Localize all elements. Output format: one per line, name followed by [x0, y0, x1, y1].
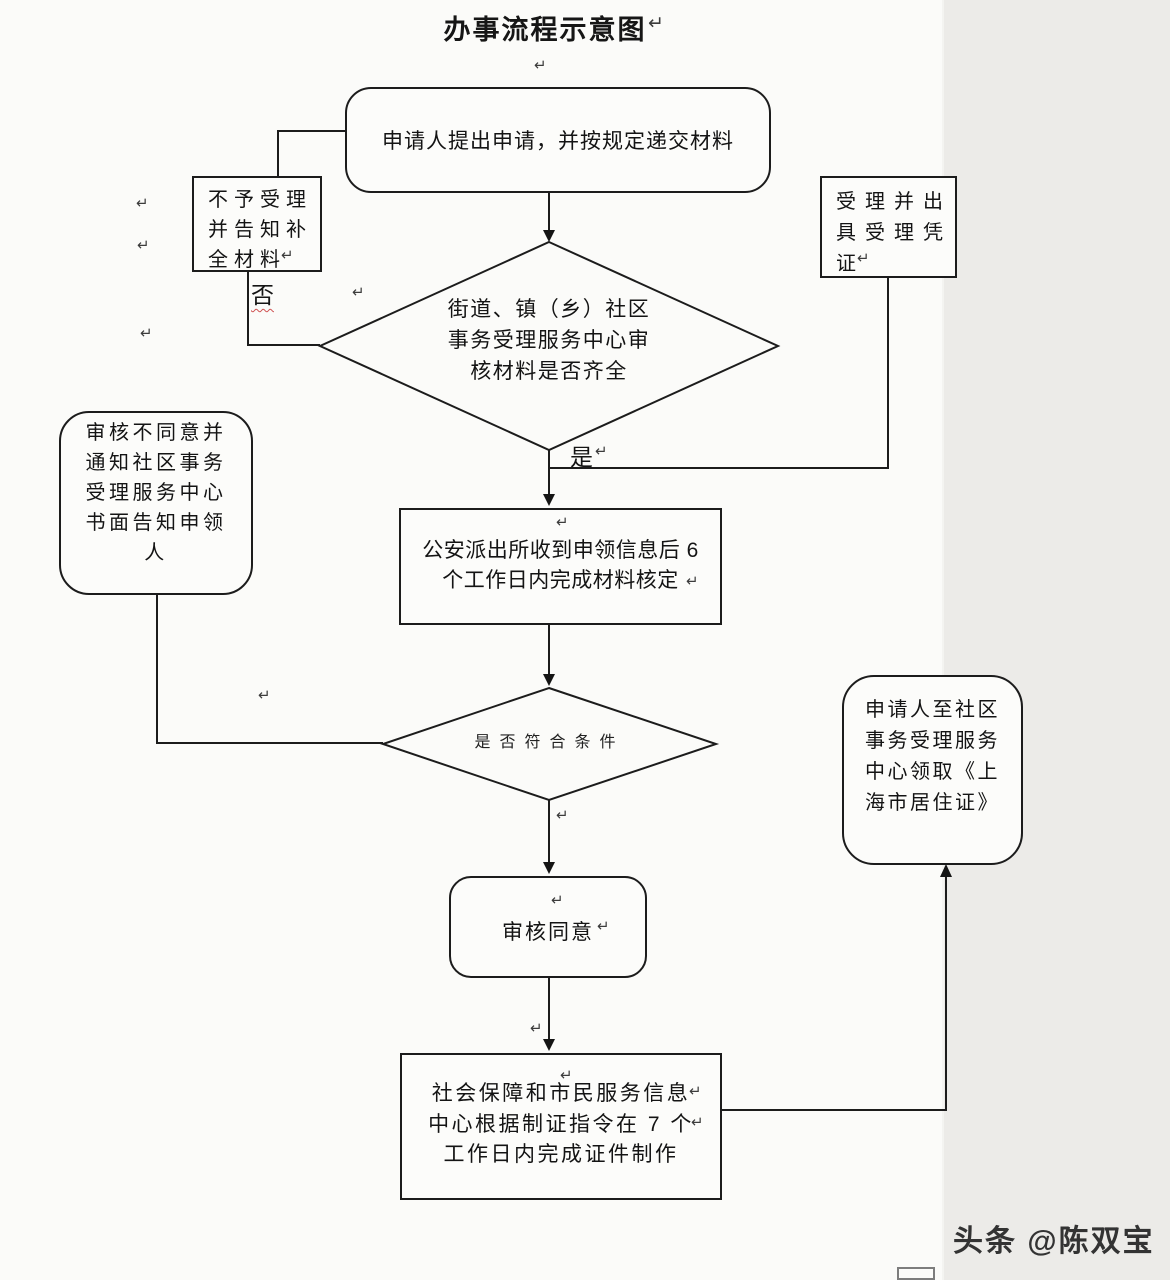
- paragraph-mark: ↵: [691, 1114, 704, 1131]
- paragraph-mark: ↵: [530, 1020, 543, 1037]
- connector-conditions-to-rejectreview: [156, 595, 383, 744]
- page-title: 办事流程示意图: [443, 15, 647, 45]
- node-reject-notice: 不予受理 并告知补 全材料: [192, 176, 322, 272]
- node-reject-review-text: 审核不同意并 通知社区事务 受理服务中心 书面告知申领 人: [85, 422, 227, 564]
- paragraph-mark: ↵: [140, 325, 153, 342]
- node-police-review: 公安派出所收到申领信息后 6 个工作日内完成材料核定: [399, 508, 722, 625]
- node-start-text: 申请人提出申请，并按规定递交材料: [382, 130, 734, 153]
- connector-check-to-receipt: [549, 278, 889, 469]
- page-margin-background: [942, 0, 1170, 1280]
- paragraph-mark: ↵: [551, 892, 564, 909]
- node-collect-card: 申请人至社区 事务受理服务 中心领取《上 海市居住证》: [842, 675, 1023, 865]
- paragraph-mark: ↵: [137, 237, 150, 254]
- connector-card-to-collect: [722, 877, 947, 1111]
- diamond-meets-conditions: [379, 686, 720, 802]
- node-card-production: 社会保障和市民服务信息 中心根据制证指令在 7 个 工作日内完成证件制作: [400, 1053, 722, 1200]
- node-card-production-text: 社会保障和市民服务信息 中心根据制证指令在 7 个 工作日内完成证件制作: [428, 1082, 694, 1166]
- paragraph-mark: ↵: [857, 250, 870, 267]
- node-collect-card-text: 申请人至社区 事务受理服务 中心领取《上 海市居住证》: [865, 699, 1000, 814]
- arrowhead-down-icon: [543, 862, 555, 874]
- paragraph-mark: ↵: [556, 807, 569, 824]
- arrowhead-down-icon: [543, 230, 555, 242]
- edge-label-yes: 是: [570, 444, 593, 470]
- node-check-materials-text: 街道、镇（乡）社区 事务受理服务中心审 核材料是否齐全: [447, 298, 651, 383]
- arrowhead-down-icon: [543, 1039, 555, 1051]
- arrowhead-down-icon: [543, 494, 555, 506]
- arrowhead-up-icon: [940, 864, 952, 877]
- paragraph-mark: ↵: [352, 284, 365, 301]
- arrowhead-down-icon: [543, 674, 555, 686]
- paragraph-mark: ↵: [556, 514, 569, 531]
- paragraph-mark: ↵: [595, 443, 608, 460]
- paragraph-mark: ↵: [648, 13, 664, 34]
- paragraph-mark: ↵: [560, 1067, 573, 1084]
- connector-reject-to-check: [247, 272, 320, 346]
- paragraph-mark: ↵: [258, 687, 271, 704]
- diamond-check-materials: [317, 240, 781, 452]
- node-reject-review: 审核不同意并 通知社区事务 受理服务中心 书面告知申领 人: [59, 411, 253, 595]
- node-start: 申请人提出申请，并按规定递交材料: [345, 87, 771, 193]
- edge-label-no: 否: [251, 282, 274, 308]
- node-approved: 审核同意: [449, 876, 647, 978]
- connector-start-to-reject: [277, 130, 345, 176]
- node-receipt-text: 受理并出 具受理凭 证: [836, 191, 952, 275]
- paragraph-mark: ↵: [281, 247, 294, 264]
- toutiao-watermark: 头条 @陈双宝: [953, 1225, 1155, 1258]
- node-receipt: 受理并出 具受理凭 证: [820, 176, 957, 278]
- paragraph-mark: ↵: [689, 1083, 702, 1100]
- node-reject-notice-text: 不予受理 并告知补 全材料: [208, 189, 312, 271]
- paragraph-mark: ↵: [597, 918, 610, 935]
- node-police-review-text: 公安派出所收到申领信息后 6 个工作日内完成材料核定: [422, 539, 699, 592]
- paragraph-mark: ↵: [534, 57, 547, 74]
- next-page-corner: [897, 1267, 935, 1280]
- node-approved-text: 审核同意: [502, 921, 594, 944]
- paragraph-mark: ↵: [136, 195, 149, 212]
- node-meets-conditions-text: 是否符合条件: [474, 734, 625, 751]
- paragraph-mark: ↵: [686, 573, 699, 590]
